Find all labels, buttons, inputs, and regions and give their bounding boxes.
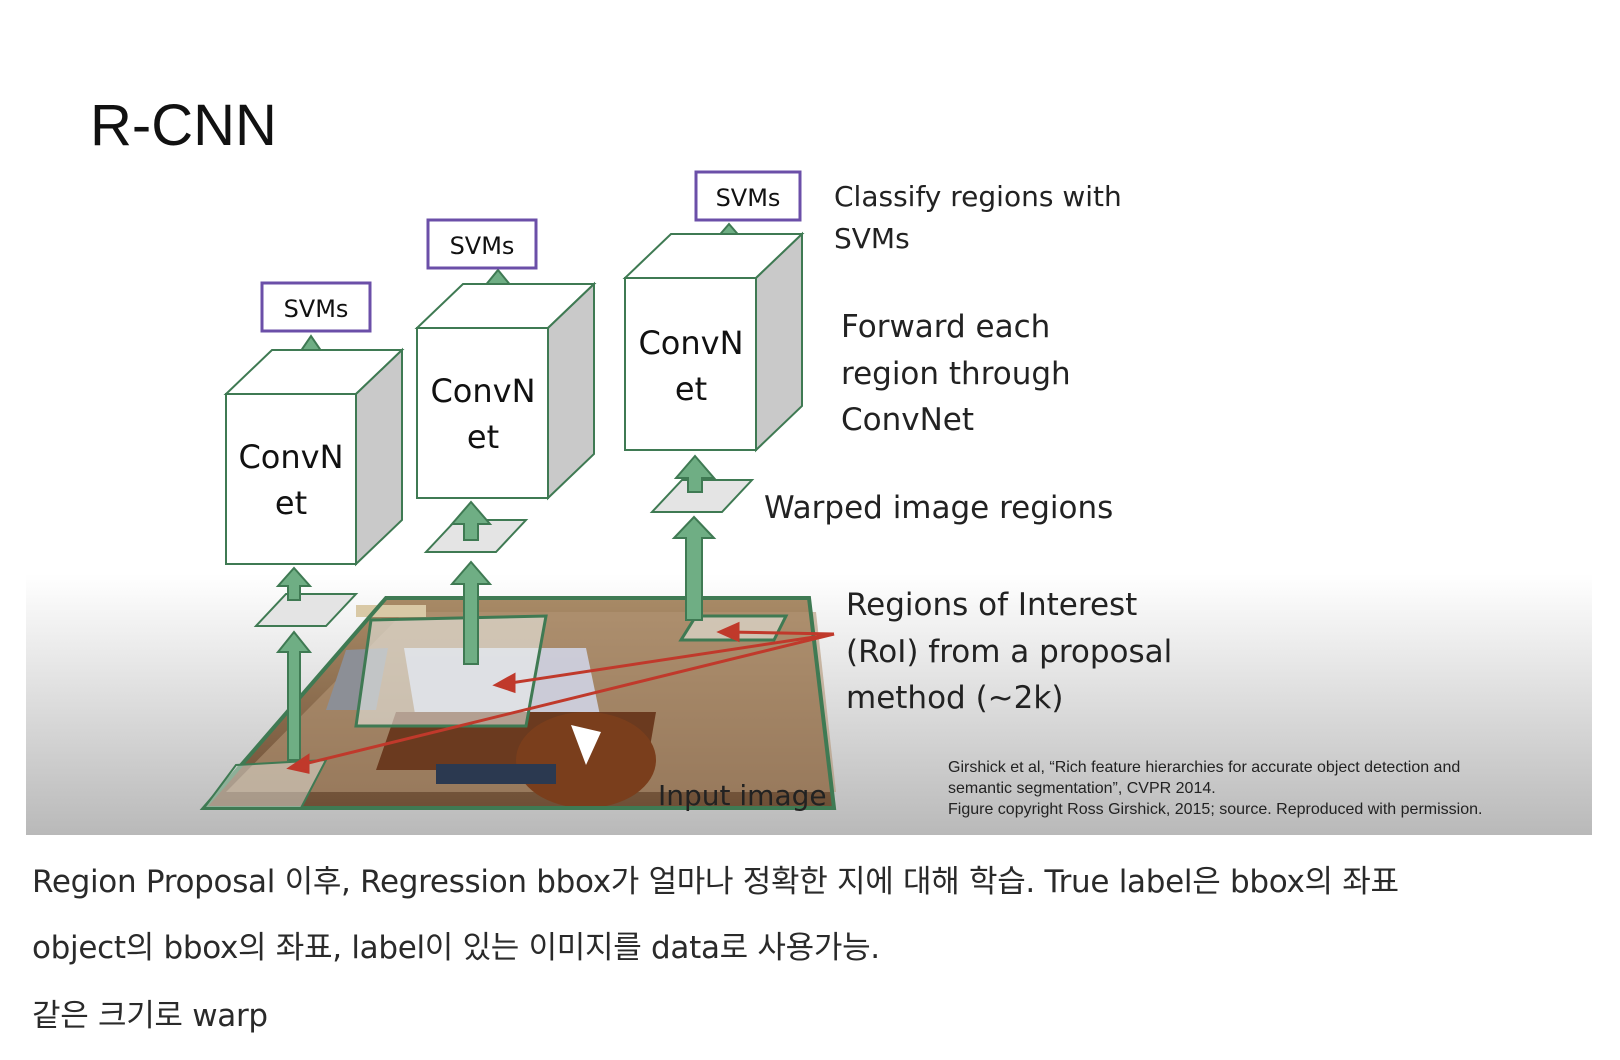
rcnn-slide: R-CNN Input image ConvN et xyxy=(26,20,1592,835)
note-line-3: 같은 크기로 warp xyxy=(32,990,268,1035)
label-roi-line2: (RoI) from a proposal xyxy=(846,634,1172,670)
rcnn-diagram: R-CNN Input image ConvN et xyxy=(26,20,1592,835)
convnet-box-1: ConvN et xyxy=(226,350,402,564)
citation-line1: Girshick et al, “Rich feature hierarchie… xyxy=(948,759,1460,776)
label-classify-line2: SVMs xyxy=(834,222,910,255)
label-warped: Warped image regions xyxy=(764,490,1113,526)
roi-large xyxy=(356,616,546,726)
convnet-3-line2: et xyxy=(675,370,707,408)
label-forward-line1: Forward each xyxy=(841,309,1050,345)
label-roi-line1: Regions of Interest xyxy=(846,587,1137,623)
label-forward-line3: ConvNet xyxy=(841,402,974,438)
svm-box-3: SVMs xyxy=(696,172,800,220)
input-image-label: Input image xyxy=(658,779,827,812)
convnet-1-line1: ConvN xyxy=(238,438,343,476)
convnet-box-3: ConvN et xyxy=(625,234,802,450)
convnet-box-2: ConvN et xyxy=(417,284,594,498)
convnet-2-line2: et xyxy=(467,418,499,456)
note-line-1: Region Proposal 이후, Regression bbox가 얼마나… xyxy=(32,856,1399,901)
convnet-2-line1: ConvN xyxy=(430,372,535,410)
label-classify-line1: Classify regions with xyxy=(834,180,1122,213)
svm-box-2: SVMs xyxy=(428,220,536,268)
citation-line2: semantic segmentation”, CVPR 2014. xyxy=(948,780,1216,797)
label-roi-line3: method (~2k) xyxy=(846,680,1063,716)
label-forward-line2: region through xyxy=(841,356,1071,392)
svm-2-label: SVMs xyxy=(450,232,515,260)
convnet-1-line2: et xyxy=(275,484,307,522)
svm-3-label: SVMs xyxy=(716,184,781,212)
svm-box-1: SVMs xyxy=(262,283,370,331)
convnet-3-line1: ConvN xyxy=(638,324,743,362)
svm-1-label: SVMs xyxy=(284,295,349,323)
slide-title: R-CNN xyxy=(90,93,277,158)
citation-line3: Figure copyright Ross Girshick, 2015; so… xyxy=(948,801,1482,818)
note-line-2: object의 bbox의 좌표, label이 있는 이미지를 data로 사… xyxy=(32,922,880,967)
